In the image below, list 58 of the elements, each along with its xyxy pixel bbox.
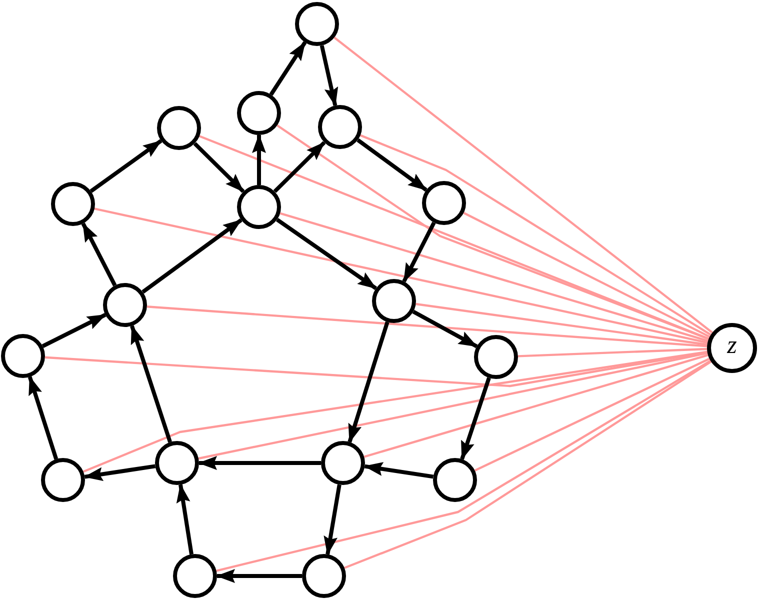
node-circle: [173, 554, 217, 598]
node-circle: [237, 185, 281, 229]
connector-line: [276, 124, 710, 340]
arrow: [252, 134, 266, 185]
connector-line: [364, 354, 708, 458]
connector-line: [360, 134, 712, 336]
node-circle: [51, 182, 95, 226]
arrow: [84, 464, 156, 482]
arrow: [402, 222, 436, 282]
node-circle: [372, 279, 416, 323]
arrow: [193, 142, 245, 193]
node-circle: [474, 335, 518, 379]
node-circle: [237, 91, 281, 135]
arrow: [198, 456, 321, 470]
node-circle: [321, 441, 365, 485]
connector-line: [82, 350, 708, 473]
arrow: [320, 45, 338, 106]
connector-line: [463, 212, 710, 338]
node-label: z: [727, 333, 737, 358]
arrow: [269, 41, 307, 96]
arrow: [364, 462, 434, 479]
connector-line: [518, 348, 708, 358]
node-circle: [157, 106, 201, 150]
arrow: [42, 313, 106, 348]
arrow: [90, 139, 162, 193]
connector-line: [199, 135, 710, 340]
arrow: [130, 324, 172, 443]
node-circle: [295, 2, 339, 46]
connector-line: [334, 36, 713, 334]
node-circle: [1, 334, 45, 378]
arrow: [276, 218, 378, 290]
node-circle: [302, 554, 346, 598]
arrow: [216, 569, 302, 583]
node-circle: [422, 181, 466, 225]
connector-line: [474, 358, 710, 472]
node-circle: [318, 105, 362, 149]
node-circle: [155, 441, 199, 485]
arrow: [28, 376, 58, 460]
arrow: [348, 321, 390, 443]
arrow: [176, 484, 194, 555]
connector-line: [216, 360, 712, 572]
node-circle: [433, 458, 477, 502]
arrow: [81, 222, 117, 286]
arrow: [142, 218, 242, 294]
node-circle: [41, 458, 85, 502]
arrow: [356, 138, 428, 192]
node-circle: [103, 283, 147, 327]
connector-line: [280, 212, 708, 342]
connector-line: [198, 352, 708, 460]
connector-line: [94, 208, 708, 344]
arrow: [324, 484, 342, 556]
arrow: [273, 141, 326, 193]
connector-line: [146, 306, 708, 348]
connector-line: [416, 302, 708, 346]
node-circle: [707, 323, 757, 373]
arrow: [412, 310, 478, 348]
arrow: [460, 377, 491, 460]
connector-line: [344, 360, 712, 569]
